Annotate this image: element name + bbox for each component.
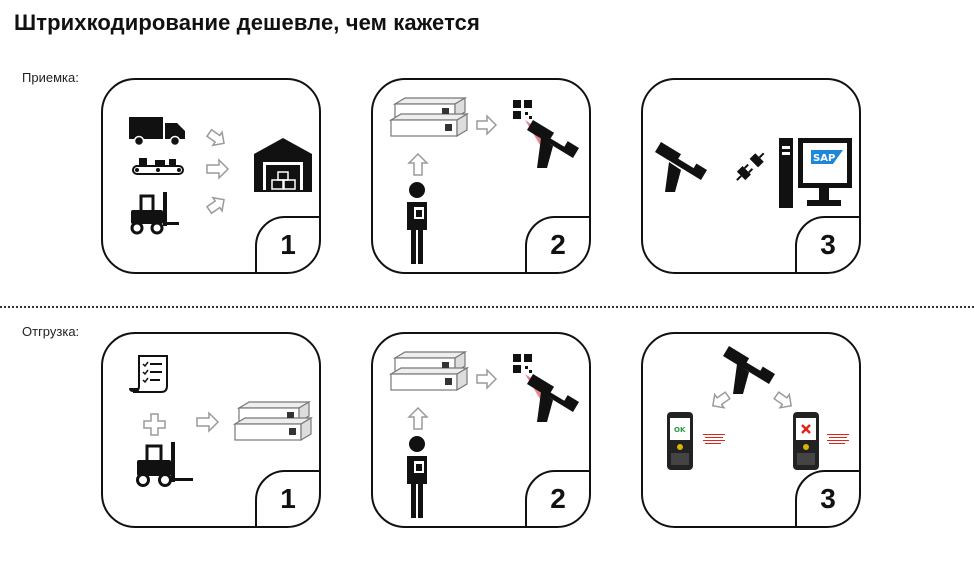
truck-icon — [129, 117, 185, 147]
arrow-icon — [407, 114, 498, 176]
ok-screen-text: OK — [674, 426, 686, 434]
arrow-icon — [711, 391, 793, 409]
qr-code-icon — [513, 354, 532, 373]
computer-icon: SAP — [779, 138, 852, 208]
status-note-ok — [703, 434, 725, 444]
arrow-icon — [196, 411, 220, 433]
sap-logo-text: SAP — [813, 153, 835, 164]
checklist-icon — [129, 355, 168, 393]
worker-icon — [407, 182, 427, 264]
barcode-scanner-icon — [655, 142, 707, 192]
qr-code-icon — [513, 100, 532, 119]
boxes-icon — [232, 400, 314, 442]
step-number-badge: 3 — [795, 216, 859, 272]
conveyor-icon — [132, 158, 184, 175]
sap-logo — [811, 150, 843, 164]
status-note-error — [827, 434, 849, 444]
step-number-badge: 1 — [255, 470, 319, 526]
arrow-icon — [205, 128, 230, 215]
error-mark-icon — [801, 424, 811, 434]
plus-icon — [143, 413, 166, 436]
arrow-icon — [407, 368, 498, 430]
section-label-receiving: Приемка: — [22, 70, 79, 85]
receiving-step-3-card: SAP 3 — [641, 78, 861, 274]
forklift-icon — [136, 442, 193, 487]
step-number-badge: 2 — [525, 470, 589, 526]
barcode-scanner-icon — [527, 120, 579, 168]
shipping-step-2-card: 2 — [371, 332, 591, 528]
barcode-scanner-icon — [723, 346, 775, 394]
section-label-shipping: Отгрузка: — [22, 324, 80, 339]
shipping-step-1-card: 1 — [101, 332, 321, 528]
step-number-badge: 2 — [525, 216, 589, 272]
receiving-step-2-card: 2 — [371, 78, 591, 274]
mobile-terminal-icon: OK — [667, 412, 693, 470]
worker-icon — [407, 436, 427, 518]
plug-icon — [736, 152, 765, 181]
step-number-badge: 3 — [795, 470, 859, 526]
boxes-icon — [388, 350, 470, 392]
warehouse-icon — [254, 138, 312, 192]
section-divider — [0, 306, 974, 308]
page-title: Штрихкодирование дешевле, чем кажется — [14, 10, 480, 35]
barcode-scanner-icon — [527, 374, 579, 422]
forklift-icon — [130, 192, 179, 235]
receiving-step-1-card: 1 — [101, 78, 321, 274]
step-number-badge: 1 — [255, 216, 319, 272]
boxes-icon — [388, 96, 470, 138]
shipping-step-3-card: OK 3 — [641, 332, 861, 528]
mobile-terminal-icon — [793, 412, 819, 470]
